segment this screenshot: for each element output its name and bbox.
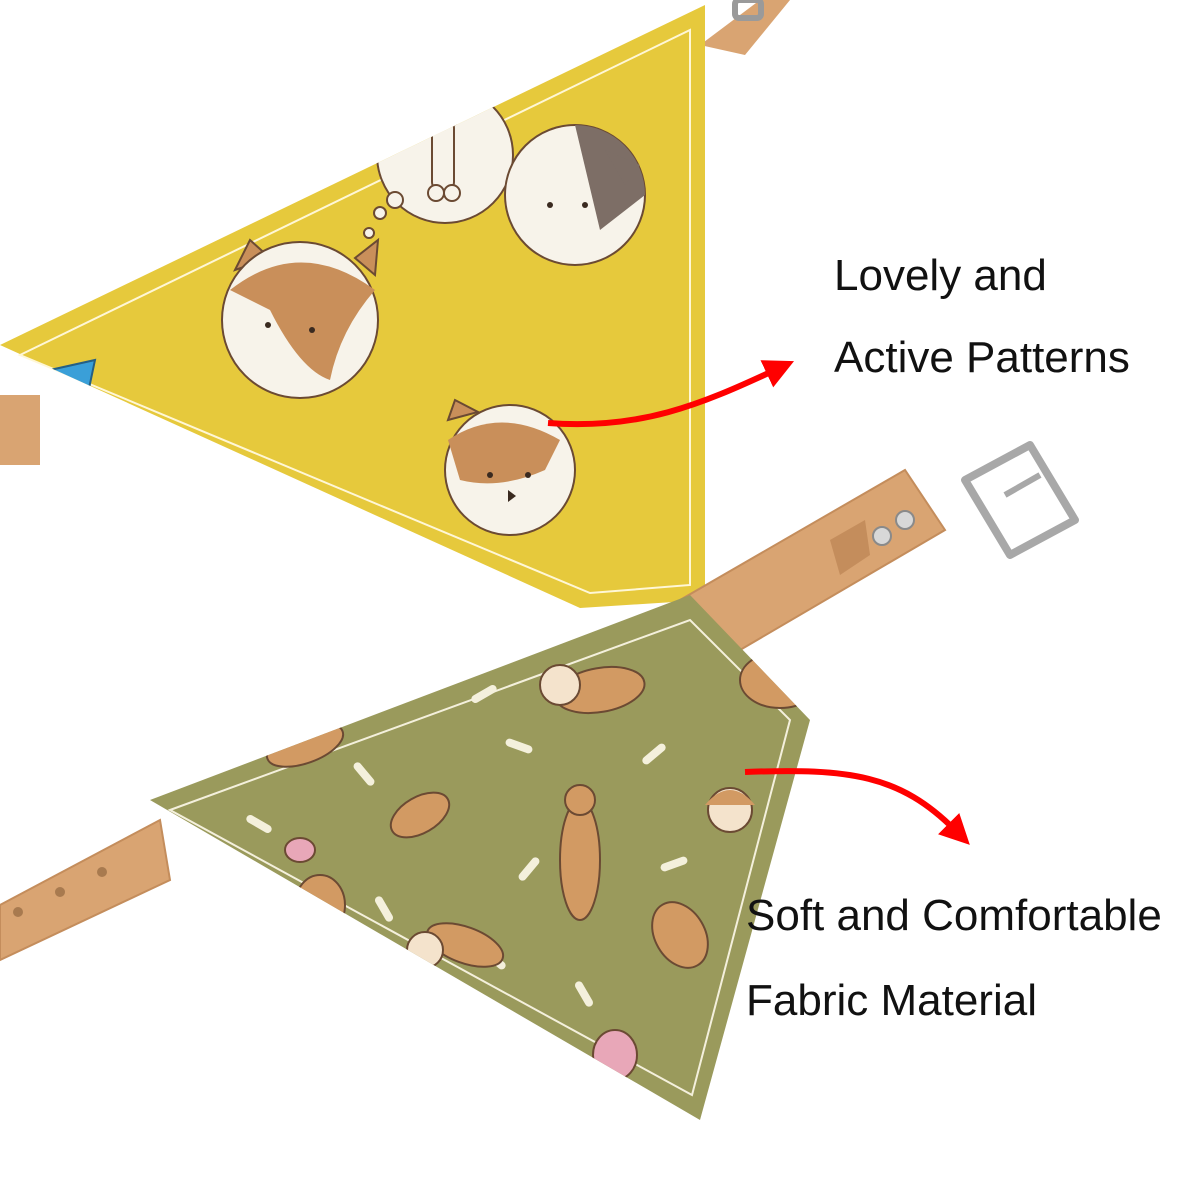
collar-strap-left <box>0 395 40 465</box>
green-bandana <box>150 595 810 1120</box>
collar-keeper <box>830 520 870 575</box>
caption-patterns-line2: Active Patterns <box>834 333 1130 382</box>
collar-hole <box>97 867 107 877</box>
rivet <box>872 526 892 546</box>
collar-hole <box>55 887 65 897</box>
caption-fabric-line2: Fabric Material <box>746 976 1037 1025</box>
collar-buckle <box>961 441 1079 559</box>
brown-shiba-face <box>221 237 380 399</box>
collar-strap-left <box>0 818 172 962</box>
thought-dot <box>373 206 387 220</box>
gray-shiba-face <box>504 124 646 266</box>
thought-dot <box>363 227 375 239</box>
buckle-top <box>732 0 764 21</box>
brown-shiba-face <box>444 398 576 536</box>
rivet <box>895 510 915 530</box>
buckle-pin <box>1003 472 1042 498</box>
arrow-pointer <box>744 768 970 845</box>
partial-shiba-face <box>164 484 286 606</box>
collar-hole <box>13 907 23 917</box>
caption-fabric-line1: Soft and Comfortable <box>746 891 1162 940</box>
yellow-bandana-collar: APPY <box>0 0 790 608</box>
caption-patterns-line1: Lovely and <box>834 251 1047 300</box>
collar-strap-top <box>700 0 790 55</box>
thought-dot <box>386 191 404 209</box>
arrow-pointer <box>547 360 795 428</box>
collar-strap-right <box>678 468 947 652</box>
stitching-green <box>167 618 792 1097</box>
